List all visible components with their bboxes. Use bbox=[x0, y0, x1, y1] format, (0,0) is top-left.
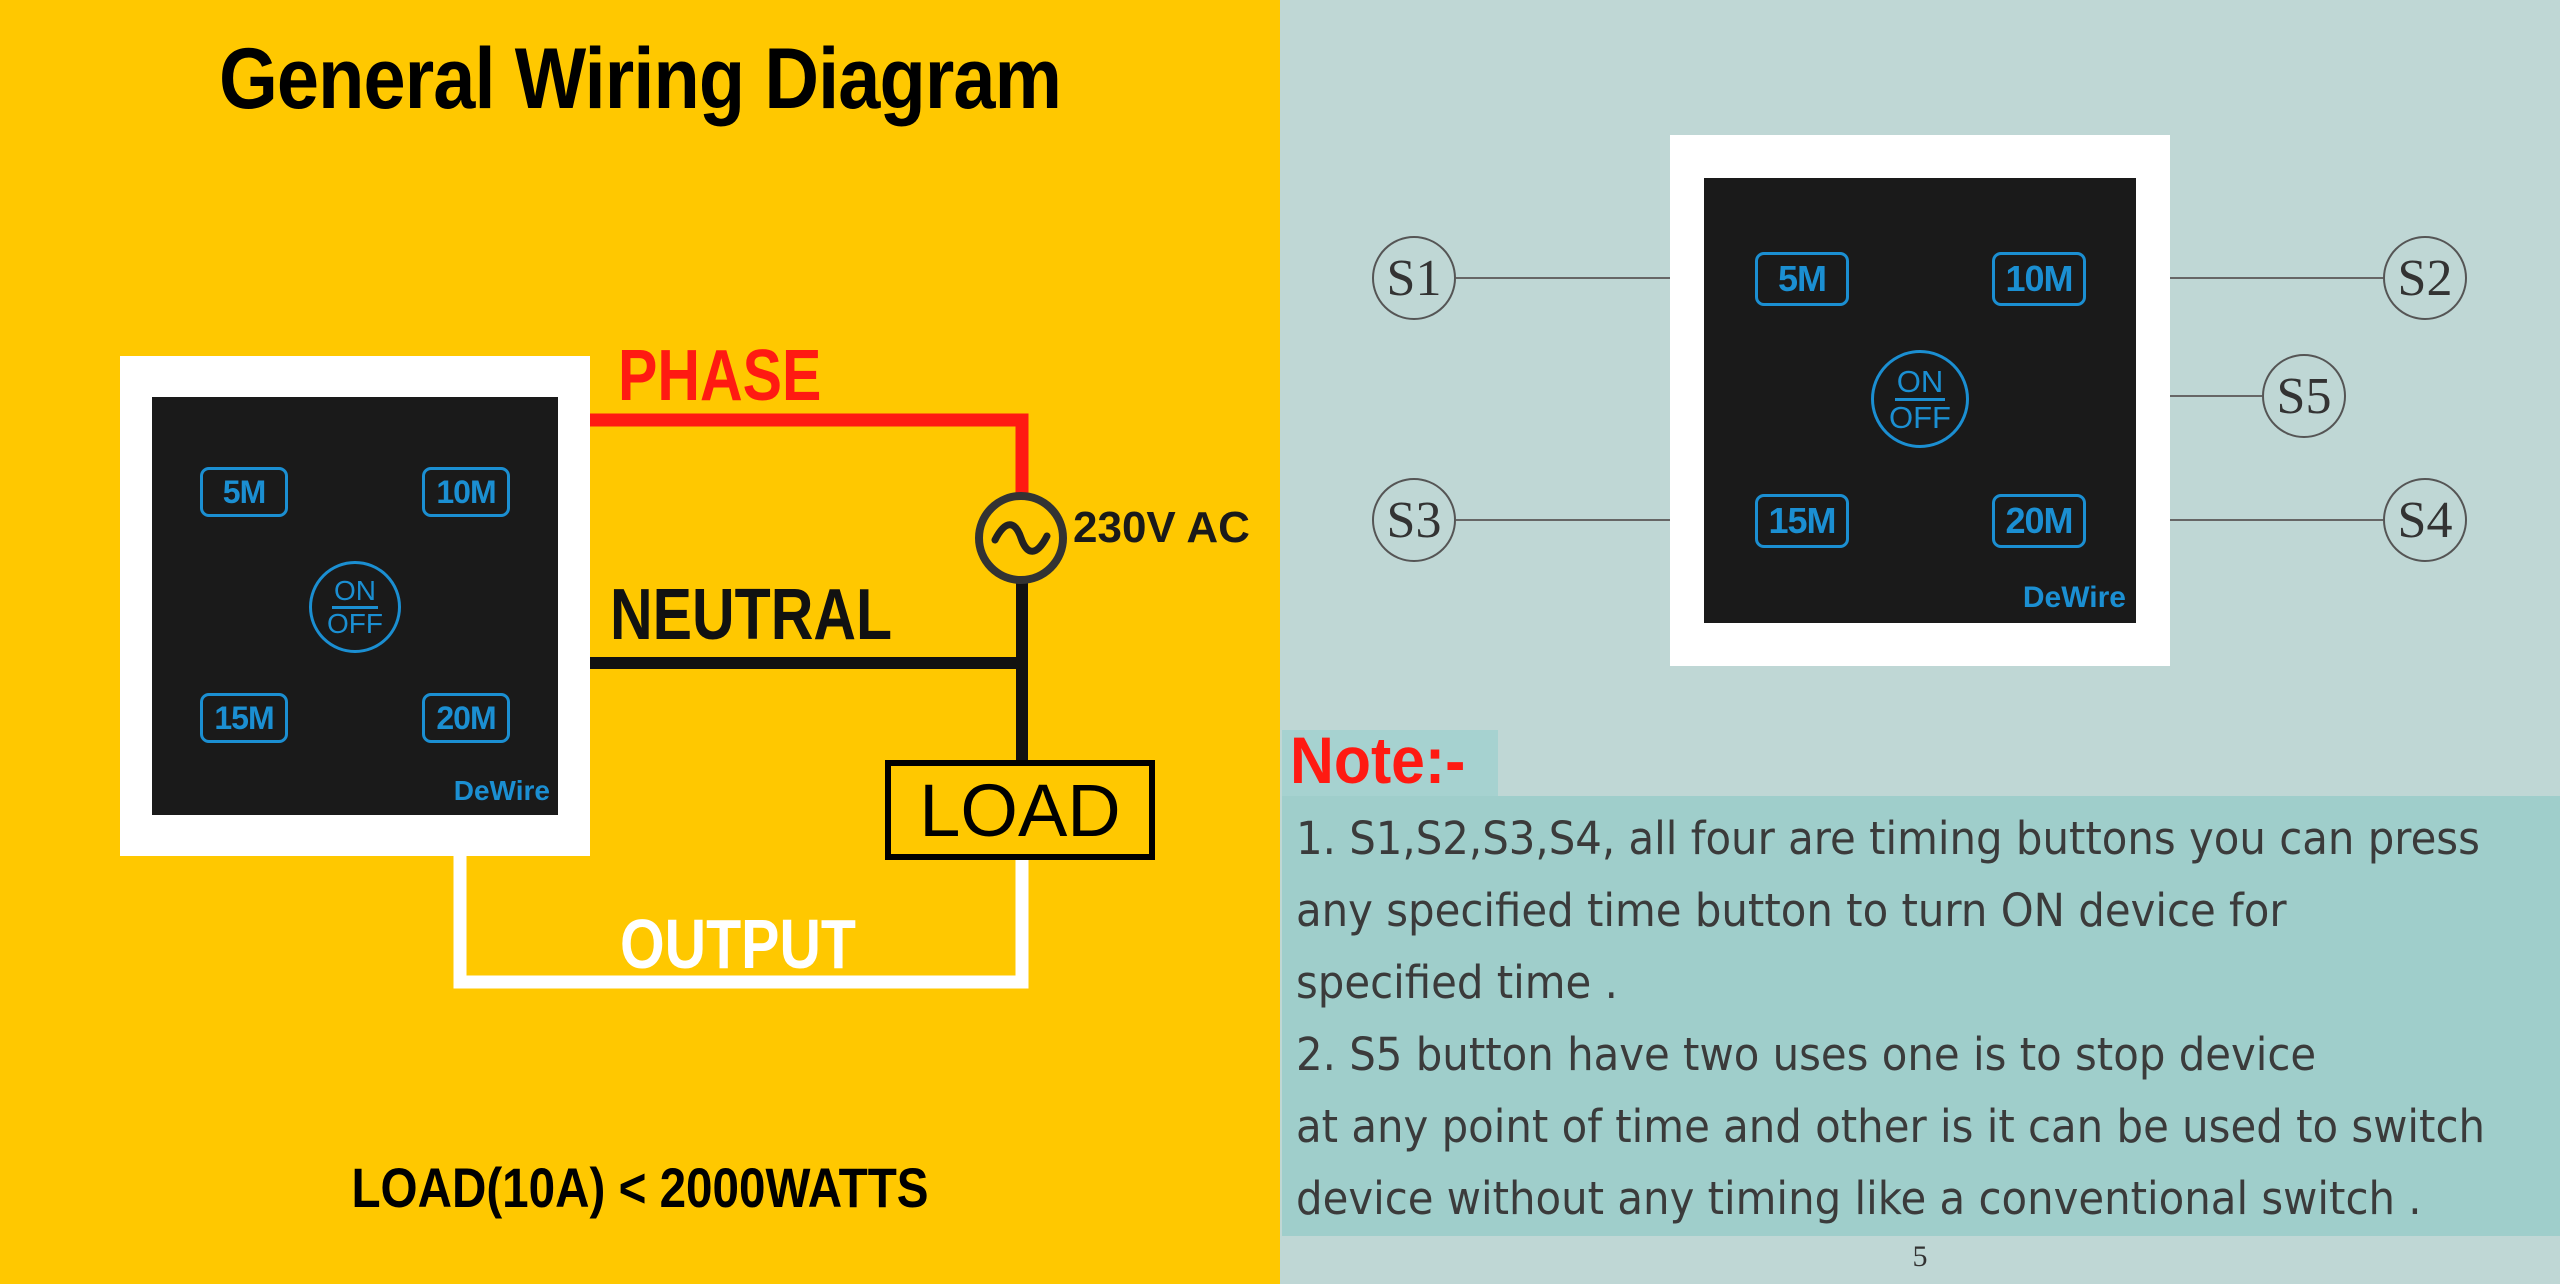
on-text: ON bbox=[1894, 363, 1946, 401]
on-off-button[interactable]: ON OFF bbox=[309, 561, 401, 653]
button-5m[interactable]: 5M bbox=[1755, 252, 1849, 306]
switch-face: 5M 10M ON OFF 15M 20M DeWire bbox=[152, 397, 558, 815]
callout-s4: S4 bbox=[2383, 478, 2467, 562]
note-body-bg bbox=[1282, 796, 2560, 1236]
wiring-lines bbox=[453, 413, 1029, 989]
brand-logo: DeWire bbox=[2022, 581, 2126, 614]
load-spec: LOAD(10A) < 2000WATTS bbox=[351, 1156, 929, 1219]
output-wire bbox=[453, 852, 1029, 989]
voltage-label: 230V AC bbox=[1073, 503, 1250, 552]
on-off-button[interactable]: ON OFF bbox=[1871, 350, 1969, 448]
button-15m[interactable]: 15M bbox=[200, 693, 288, 743]
off-text: OFF bbox=[1889, 399, 1951, 435]
note-header-bg bbox=[1282, 730, 1498, 796]
output-label: OUTPUT bbox=[620, 905, 856, 983]
note-line: 2. S5 button have two uses one is to sto… bbox=[1296, 1028, 2317, 1081]
callout-s3: S3 bbox=[1372, 478, 1456, 562]
note-line: device without any timing like a convent… bbox=[1296, 1172, 2422, 1225]
neutral-label: NEUTRAL bbox=[610, 575, 893, 655]
switch-plate-wiring: 5M 10M ON OFF 15M 20M DeWire bbox=[120, 356, 590, 856]
brand-logo: DeWire bbox=[453, 775, 550, 806]
button-10m[interactable]: 10M bbox=[422, 467, 510, 517]
phase-label: PHASE bbox=[618, 336, 822, 416]
ac-source-icon bbox=[975, 492, 1067, 584]
button-20m[interactable]: 20M bbox=[1992, 494, 2086, 548]
diagram-title: General Wiring Diagram bbox=[218, 31, 1062, 127]
note-title: Note:- bbox=[1290, 723, 1466, 797]
button-20m[interactable]: 20M bbox=[422, 693, 510, 743]
phase-wire bbox=[590, 413, 1029, 500]
note-line: at any point of time and other is it can… bbox=[1296, 1100, 2485, 1153]
note-line: specified time . bbox=[1296, 956, 1618, 1009]
button-15m[interactable]: 15M bbox=[1755, 494, 1849, 548]
on-text: ON bbox=[332, 576, 378, 609]
switch-plate-legend: 5M 10M ON OFF 15M 20M DeWire bbox=[1670, 135, 2170, 666]
switch-face: 5M 10M ON OFF 15M 20M DeWire bbox=[1704, 178, 2136, 623]
note-line: 1. S1,S2,S3,S4, all four are timing butt… bbox=[1296, 812, 2480, 865]
note-line: any specified time button to turn ON dev… bbox=[1296, 884, 2287, 937]
callout-s2: S2 bbox=[2383, 236, 2467, 320]
callout-s1: S1 bbox=[1372, 236, 1456, 320]
button-10m[interactable]: 10M bbox=[1992, 252, 2086, 306]
button-5m[interactable]: 5M bbox=[200, 467, 288, 517]
callout-s5: S5 bbox=[2262, 354, 2346, 438]
wiring-diagram-panel: General Wiring Diagram PHASE NEUTRAL OUT… bbox=[0, 0, 1280, 1284]
page-number: 5 bbox=[1912, 1240, 1928, 1273]
load-box: LOAD bbox=[885, 760, 1155, 860]
off-text: OFF bbox=[327, 607, 383, 639]
